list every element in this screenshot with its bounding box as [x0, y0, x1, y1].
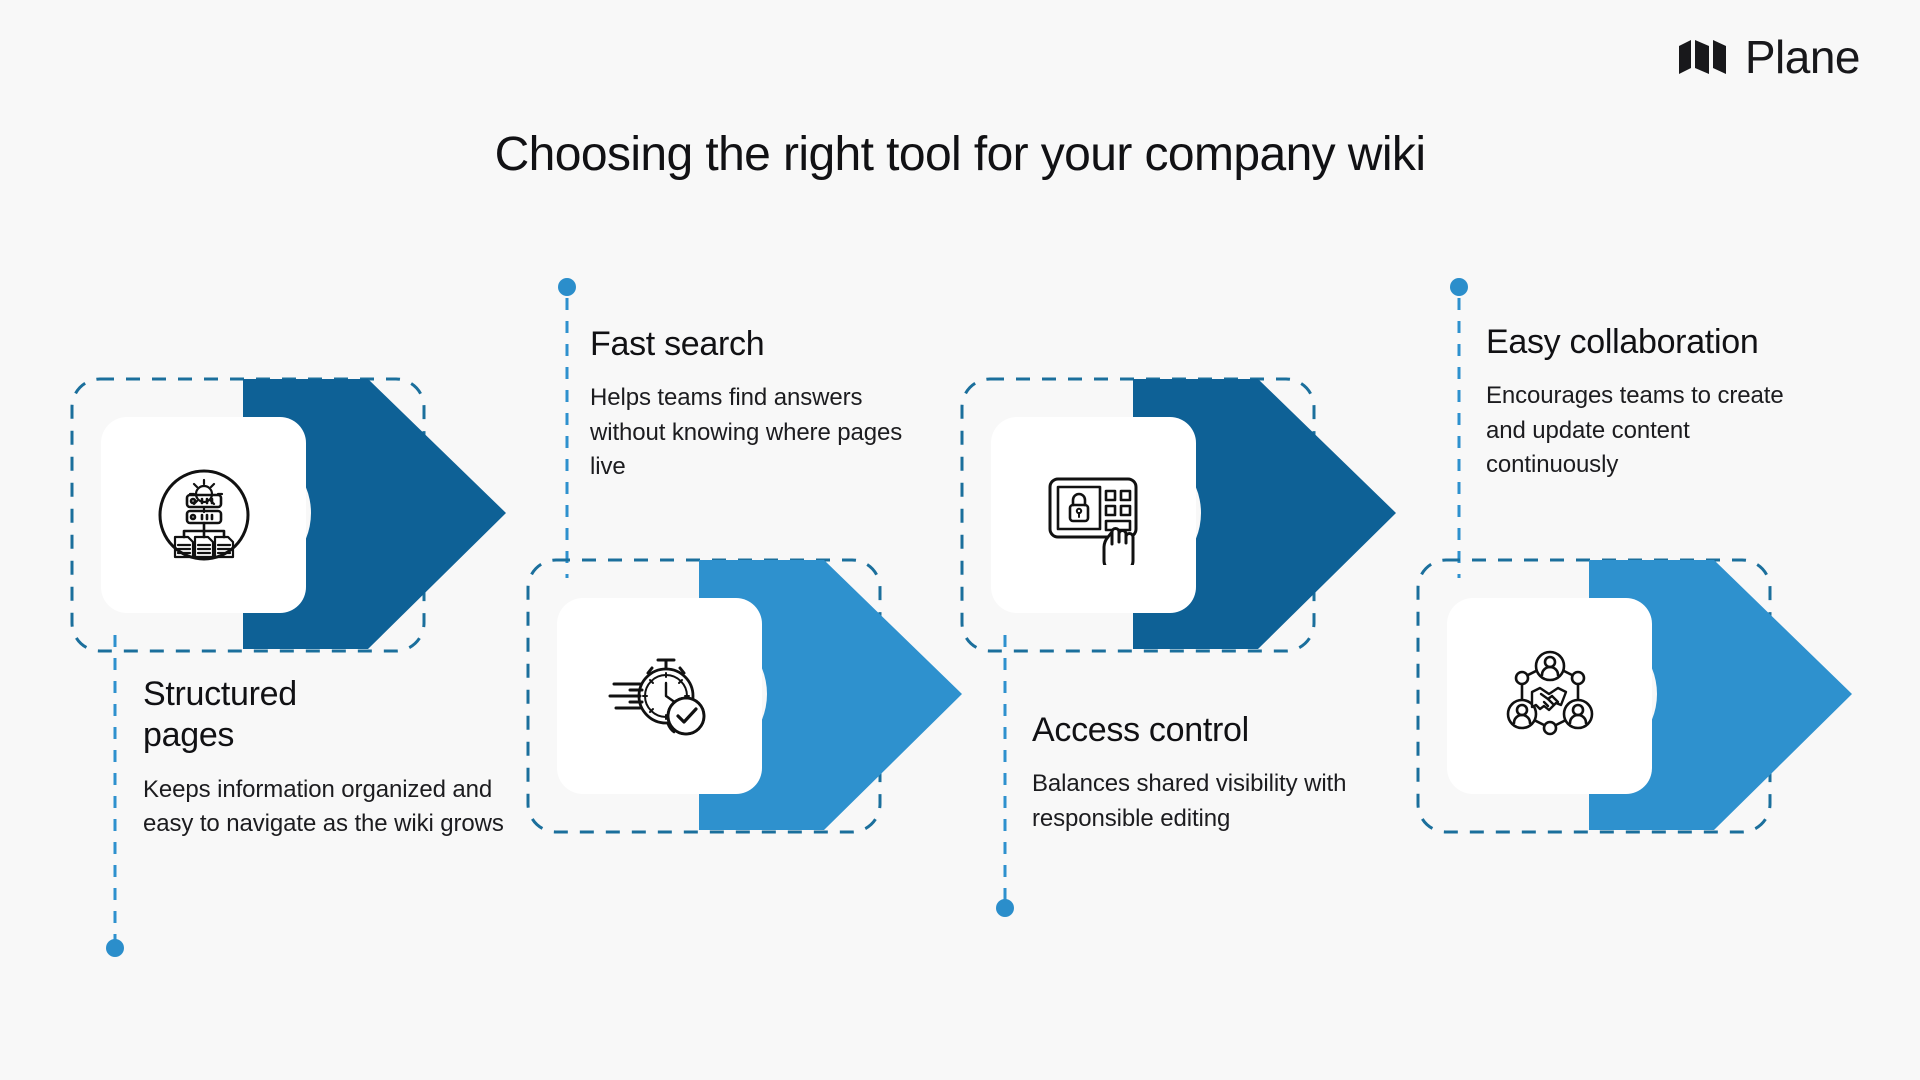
step-card-access-control[interactable] — [958, 375, 1418, 655]
step-heading: Structured pages — [143, 675, 297, 755]
step-text-easy-collaboration: Easy collaboration Encourages teams to c… — [1486, 322, 1826, 482]
connector-line-easy-collaboration — [1450, 278, 1468, 578]
arrow-shape — [243, 379, 506, 649]
step-body: Helps teams find answers without knowing… — [590, 384, 903, 480]
step-heading: Access control — [1032, 711, 1249, 749]
step-body: Keeps information organized and easy to … — [143, 775, 504, 838]
connector-line-fast-search — [558, 278, 576, 578]
brand-logo: Plane — [1678, 31, 1861, 83]
connector-line-structured-pages — [106, 635, 124, 957]
stopwatch-check-icon — [608, 646, 712, 746]
structured-pages-icon — [156, 467, 252, 563]
icon-tile-structured-pages — [101, 417, 306, 613]
arrow-shape — [699, 560, 962, 830]
arrow-shape — [1133, 379, 1396, 649]
collaboration-network-icon — [1500, 646, 1600, 746]
step-card-structured-pages[interactable] — [68, 375, 528, 655]
step-text-structured-pages: Structured pages Keeps information organ… — [143, 674, 513, 841]
step-card-fast-search[interactable] — [524, 556, 984, 836]
step-text-access-control: Access control Balances shared visibilit… — [1032, 710, 1372, 836]
step-card-easy-collaboration[interactable] — [1414, 556, 1874, 836]
arrow-shape — [1589, 560, 1852, 830]
connector-line-access-control — [996, 635, 1014, 917]
icon-tile-fast-search — [557, 598, 762, 794]
step-body: Balances shared visibility with responsi… — [1032, 770, 1347, 832]
plane-logo-icon — [1678, 37, 1731, 77]
icon-tile-easy-collaboration — [1447, 598, 1652, 794]
step-heading: Easy collaboration — [1486, 323, 1759, 361]
keypad-lock-hand-icon — [1042, 465, 1146, 565]
page-title: Choosing the right tool for your company… — [494, 128, 1426, 181]
icon-tile-access-control — [991, 417, 1196, 613]
step-heading: Fast search — [590, 325, 765, 363]
step-body: Encourages teams to create and update co… — [1486, 382, 1784, 478]
step-text-fast-search: Fast search Helps teams find answers wit… — [590, 324, 930, 484]
brand-name: Plane — [1744, 31, 1861, 83]
